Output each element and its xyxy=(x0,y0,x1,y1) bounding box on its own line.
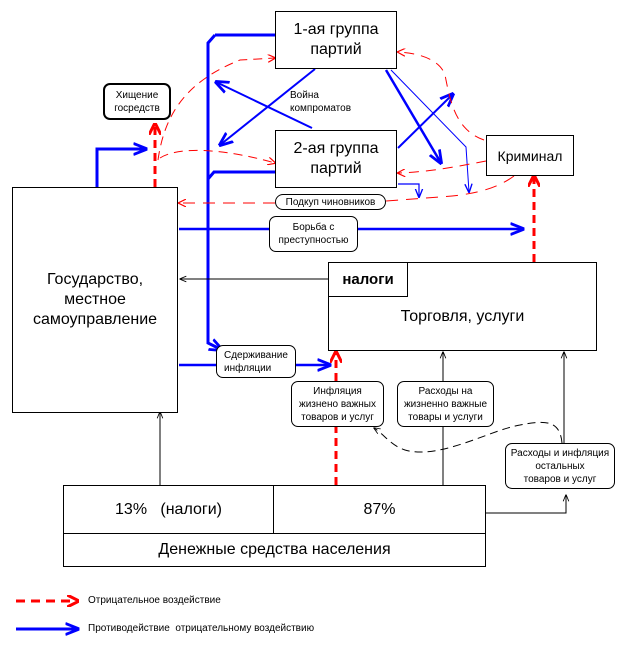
legend-negative-text: Отрицательное воздействие xyxy=(88,595,221,606)
war-arrow-1 xyxy=(216,82,313,129)
spend-vital-label: Расходы на жизненно важные товары и услу… xyxy=(397,381,494,427)
legend-counter-text: Противодействие отрицательному воздейств… xyxy=(88,623,315,634)
negative-criminal-to-party1 xyxy=(398,52,485,141)
party2-down xyxy=(398,183,419,197)
war-label: Война компроматов xyxy=(290,90,352,114)
party2-node: 2-ая группа партий xyxy=(275,130,397,188)
party2-to-up xyxy=(397,94,453,149)
negative-criminal-to-party2 xyxy=(398,160,487,173)
negative-criminal-to-bribery xyxy=(385,175,515,202)
theft-node: Хищение госредств xyxy=(103,83,171,120)
criminal-node: Криминал xyxy=(486,135,574,176)
money-to-other xyxy=(486,495,566,514)
dashed-other-to-inflation xyxy=(374,421,563,453)
party1-down-thick xyxy=(384,69,441,163)
counter-spine-mid xyxy=(206,170,277,180)
money-node: Денежные средства населения xyxy=(63,533,486,567)
fight-crime-label: Борьба с преступностью xyxy=(269,216,358,252)
negative-to-party2 xyxy=(159,149,275,163)
money-rest-cell: 87% xyxy=(273,485,486,534)
bribery-label: Подкуп чиновников xyxy=(275,194,386,210)
counter-spine xyxy=(206,34,222,350)
war-arrow-2 xyxy=(220,68,316,145)
party1-down-thin xyxy=(390,69,469,192)
state-node: Государство, местное самоуправление xyxy=(12,187,178,413)
party1-node: 1-ая группа партий xyxy=(275,11,397,69)
spend-other-label: Расходы и инфляция остальных товаров и у… xyxy=(505,443,615,489)
trade-tax-node: налоги xyxy=(328,262,408,297)
restrain-inflation-label: Сдерживание инфляции xyxy=(216,345,296,378)
money-tax-cell: 13% (налоги) xyxy=(63,485,274,534)
counter-state-to-theft xyxy=(95,149,146,187)
negative-to-party1 xyxy=(157,58,275,161)
inflation-vital-label: Инфляция жизнено важных товаров и услуг xyxy=(291,381,384,427)
